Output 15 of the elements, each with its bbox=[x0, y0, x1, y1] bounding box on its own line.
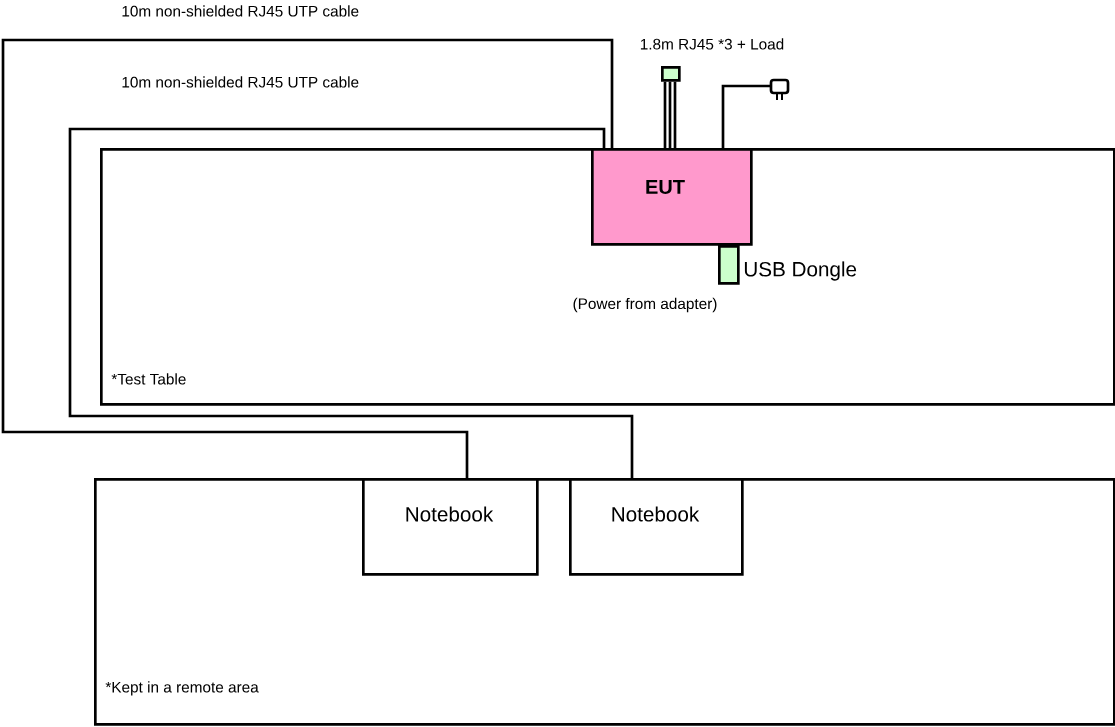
node-label: USB Dongle bbox=[744, 261, 857, 281]
note-text: (Power from adapter) bbox=[573, 297, 717, 313]
edge-label: 10m non-shielded RJ45 UTP cable bbox=[122, 5, 359, 17]
cable-line bbox=[1, 38, 614, 478]
notebook-box: Notebook bbox=[362, 478, 539, 576]
notebook-box: Notebook bbox=[569, 478, 744, 576]
edge-label: 10m non-shielded RJ45 UTP cable bbox=[122, 76, 359, 88]
cable-line bbox=[721, 84, 771, 148]
device-box: EUT bbox=[591, 148, 753, 246]
cable-line bbox=[663, 80, 677, 150]
cable-line bbox=[68, 127, 634, 478]
dongle-box: USB Dongle bbox=[718, 245, 857, 285]
plug-icon bbox=[769, 78, 790, 101]
note-text: 1.8m RJ45 *3 + Load bbox=[640, 38, 784, 50]
connector-box bbox=[661, 66, 681, 82]
